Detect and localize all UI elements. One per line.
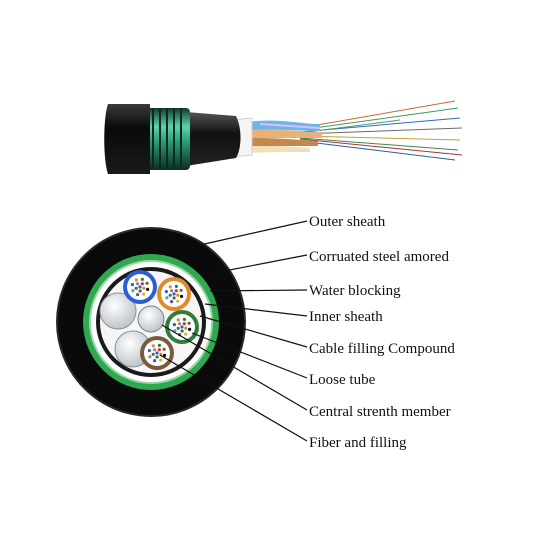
fiber-dot [142,292,146,296]
fiber-dot [176,326,180,330]
fiber-dot [182,317,186,321]
label-fiber-filling: Fiber and filling [309,435,407,451]
fiber-dot [138,289,142,293]
fiber-dot [142,286,146,290]
fiber-dot [151,352,155,356]
fiber-dot [153,359,157,363]
label-loose-tube: Loose tube [309,372,376,388]
fiber-dot [168,293,172,297]
loose-tubes-side [245,120,322,153]
central-strength-member [137,305,165,333]
inner-sheath-side [186,112,241,166]
fiber-dot [146,287,150,291]
fiber-dot [182,322,186,326]
fiber-dot [174,284,178,288]
fiber-dots [130,277,192,363]
fiber-dot [159,358,163,362]
fiber-dot [140,277,144,281]
fiber-dot [179,288,183,292]
fiber-dot [184,332,188,336]
label-filling-compound: Cable filling Compound [309,341,455,357]
fiber-dot [147,349,151,353]
leader-loose-tube [191,332,308,379]
fiber-dot [176,299,180,303]
fiber-dot [153,348,157,352]
fiber-dot [163,353,167,357]
cable-side-view [104,100,463,174]
fiber-dot [140,282,144,286]
fiber-dot [155,355,159,359]
label-central-member: Central strenth member [309,404,451,420]
fiber-dot [168,285,172,289]
fiber-dot [176,318,180,322]
fiber-dot [136,293,140,297]
fiber-dot [184,326,188,330]
fiber-dot [130,283,134,287]
label-steel-armor: Corruated steel amored [309,249,449,265]
fiber-dot [164,290,168,294]
labels: Outer sheath Corruated steel amored Wate… [309,214,455,451]
fiber-dot [170,300,174,304]
leader-central-member [161,324,308,411]
cross-section [56,227,246,417]
fiber-strands [299,100,463,161]
fiber-dot [136,282,140,286]
fiber-dot [172,292,176,296]
fiber-dot [134,286,138,290]
outer-jacket-side [104,104,150,174]
fiber-dot [131,289,135,293]
label-inner-sheath: Inner sheath [309,309,383,325]
fiber-dot [180,329,184,333]
leader-lines [159,220,308,442]
fiber-dot [157,343,161,347]
leader-outer-sheath [199,220,308,246]
fiber-dot [170,289,174,293]
fiber-dot [151,344,155,348]
filler-rod [99,292,137,330]
fiber-dot [165,296,169,300]
fiber-dot [134,278,138,282]
fiber-dot [138,285,142,289]
fiber-dot [148,355,152,359]
fiber-dot [172,323,176,327]
leader-inner-sheath [204,303,308,317]
fiber-dot [187,321,191,325]
fiber-dot [178,322,182,326]
fiber-dot [172,296,176,300]
leader-steel-armor [213,254,308,274]
label-water-blocking: Water blocking [309,283,401,299]
fiber-dot [180,325,184,329]
label-outer-sheath: Outer sheath [309,214,386,230]
fiber-dot [157,348,161,352]
leader-water-blocking [209,289,308,292]
fiber-dot [155,351,159,355]
leader-fiber-filling [159,354,308,442]
fiber-dot [174,289,178,293]
fiber-dot [188,327,192,331]
fiber-dot [145,281,149,285]
fiber-dot [162,347,166,351]
fiber-dot [176,293,180,297]
leader-filling-compound [199,315,308,348]
fiber-dot [180,294,184,298]
